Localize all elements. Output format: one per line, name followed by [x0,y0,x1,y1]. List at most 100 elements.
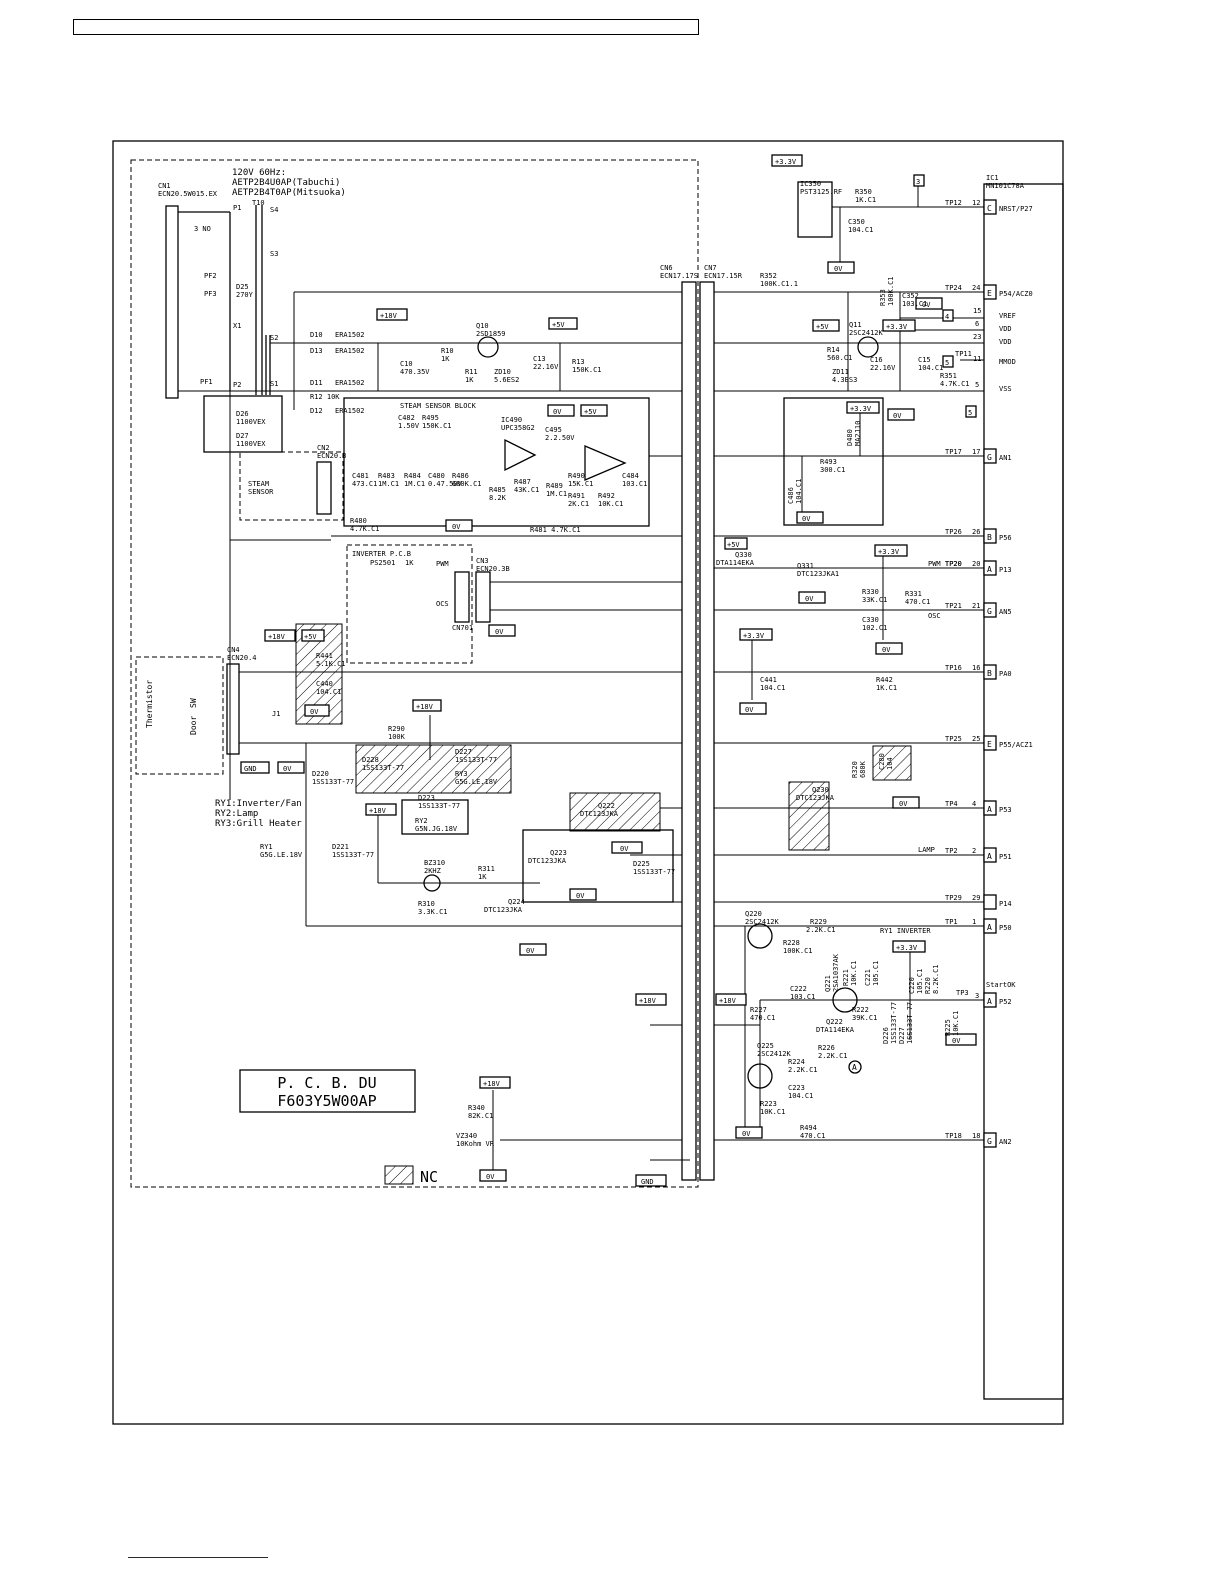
svg-text:TP18: TP18 [945,1132,962,1140]
svg-text:DTA114EKA: DTA114EKA [816,1026,855,1034]
ic350-body [797,181,833,238]
svg-text:P52: P52 [999,998,1012,1006]
svg-text:11: 11 [973,355,981,363]
svg-text:2K.C1: 2K.C1 [568,500,589,508]
door-sw-label-1: Door [189,716,198,735]
svg-text:103.C1: 103.C1 [902,300,927,308]
svg-text:1SS133T-77: 1SS133T-77 [633,868,675,876]
svg-text:Q224: Q224 [508,898,525,906]
nc-area-c280 [872,745,912,781]
cn2-label: CN2 [317,444,330,452]
svg-text:P13: P13 [999,566,1012,574]
svg-text:300.C1: 300.C1 [820,466,845,474]
svg-text:PWM: PWM [436,560,449,568]
svg-text:DTC123JKA: DTC123JKA [796,794,835,802]
svg-text:R225: R225 [944,1019,952,1036]
svg-text:C10: C10 [400,360,413,368]
svg-text:2: 2 [972,847,976,855]
svg-text:2KHZ: 2KHZ [424,867,441,875]
svg-text:R491: R491 [568,492,585,500]
svg-text:22.16V: 22.16V [533,363,559,371]
svg-text:R494: R494 [800,1124,817,1132]
svg-text:1.50V: 1.50V [398,422,420,430]
cn3-strip [475,571,491,623]
svg-text:D223: D223 [418,794,435,802]
svg-text:R331: R331 [905,590,922,598]
svg-text:0V: 0V [620,845,629,853]
svg-text:4: 4 [945,313,949,321]
svg-text:100K: 100K [388,733,406,741]
nc-area-q230 [788,781,830,851]
svg-text:R489: R489 [546,482,563,490]
thermistor-label: Thermistor [145,680,154,728]
svg-text:470.C1: 470.C1 [905,598,930,606]
svg-text:24: 24 [972,284,980,292]
svg-text:A: A [852,1063,857,1072]
nc-area-q222 [569,792,661,832]
transistor-symbols [423,336,879,1089]
relay-note-1: RY1:Inverter/Fan [215,799,302,809]
svg-text:2SC2412K: 2SC2412K [757,1050,792,1058]
svg-text:R484: R484 [404,472,421,480]
svg-text:VSS: VSS [999,385,1012,393]
svg-text:21: 21 [972,602,980,610]
svg-text:R311: R311 [478,865,495,873]
svg-text:1SS133T-77: 1SS133T-77 [362,764,404,772]
svg-text:104.C1: 104.C1 [316,688,341,696]
svg-text:17: 17 [972,448,980,456]
pcb-boundary [130,159,699,1188]
svg-text:RY1 INVERTER: RY1 INVERTER [880,927,931,935]
svg-text:0V: 0V [742,1130,751,1138]
svg-text:C15: C15 [918,356,931,364]
svg-text:R310: R310 [418,900,435,908]
svg-text:R13: R13 [572,358,585,366]
svg-text:270Y: 270Y [236,291,254,299]
svg-text:+3.3V: +3.3V [878,548,900,556]
svg-text:PF1: PF1 [200,378,213,386]
svg-text:G: G [987,1137,992,1146]
svg-text:TP1: TP1 [945,918,958,926]
svg-text:DTC123JKA1: DTC123JKA1 [797,570,839,578]
svg-text:0V: 0V [745,706,754,714]
svg-text:Q223: Q223 [550,849,567,857]
cn1-label: CN1 [158,182,171,190]
svg-text:Q11: Q11 [849,321,862,329]
svg-text:DTC123JKA: DTC123JKA [528,857,567,865]
svg-text:15K.C1: 15K.C1 [568,480,593,488]
svg-text:1M.C1: 1M.C1 [378,480,399,488]
ic1-ref: IC1 [986,174,999,182]
svg-text:Q222: Q222 [598,802,615,810]
transformer-fuse-box [203,395,283,453]
svg-text:1SS133T-77: 1SS133T-77 [906,1002,914,1044]
svg-text:2SC2412K: 2SC2412K [745,918,780,926]
svg-text:C441: C441 [760,676,777,684]
svg-text:2SD1859: 2SD1859 [476,330,506,338]
svg-text:X1: X1 [233,322,241,330]
svg-text:G: G [987,607,992,616]
svg-text:4.7K.C1: 4.7K.C1 [940,380,970,388]
svg-text:22.16V: 22.16V [870,364,896,372]
svg-text:TP16: TP16 [945,664,962,672]
svg-text:R350: R350 [855,188,872,196]
svg-text:R442: R442 [876,676,893,684]
svg-text:680K: 680K [859,760,867,778]
svg-text:ZD10: ZD10 [494,368,511,376]
svg-text:P2: P2 [233,381,241,389]
cn2-strip [316,461,332,515]
steam-sensor-label-2: SENSOR [248,488,274,496]
svg-text:DTA114EKA: DTA114EKA [716,559,755,567]
svg-text:Q222: Q222 [826,1018,843,1026]
svg-text:104.C1: 104.C1 [760,684,785,692]
svg-text:+18V: +18V [719,997,737,1005]
svg-text:104.C1: 104.C1 [848,226,873,234]
svg-text:104.C1: 104.C1 [788,1092,813,1100]
svg-text:+18V: +18V [639,997,657,1005]
cn1-strip [165,205,179,399]
svg-text:VDD: VDD [999,338,1012,346]
steam-sensor-block-label: STEAM SENSOR BLOCK [400,402,477,410]
svg-text:P51: P51 [999,853,1012,861]
svg-text:10K.C1: 10K.C1 [760,1108,785,1116]
svg-text:R340: R340 [468,1104,485,1112]
svg-text:TP11: TP11 [955,350,972,358]
